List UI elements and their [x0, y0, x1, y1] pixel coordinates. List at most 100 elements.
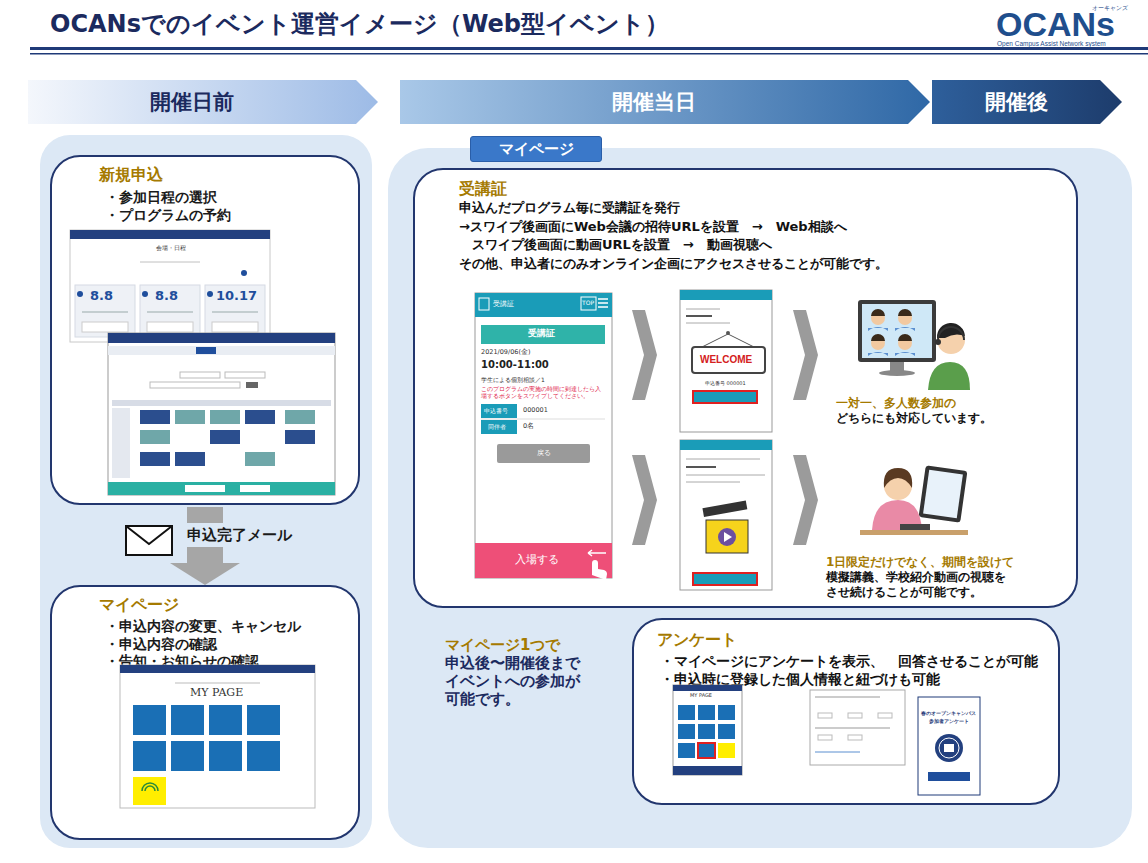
welcome-phone — [692, 347, 765, 373]
program-screenshot — [140, 452, 170, 466]
band-shape — [28, 80, 378, 124]
welcome-phone — [680, 290, 772, 432]
mypage-screenshot — [175, 683, 260, 684]
video-call-illustration — [879, 370, 915, 376]
study-illustration — [919, 465, 968, 522]
welcome-phone — [680, 290, 772, 300]
video-call-illustration — [890, 362, 904, 371]
ticket-phone — [475, 293, 612, 580]
schedule-screenshot — [147, 322, 193, 332]
box-heading: 受講証 — [459, 179, 1076, 199]
video-phone — [693, 573, 757, 585]
band-label: 開催日前 — [28, 80, 356, 124]
content-box: 新規申込・参加日程の選択・プログラムの予約 — [50, 155, 360, 505]
video-call-illustration — [938, 327, 964, 340]
title-rule — [30, 47, 1148, 50]
video-phone — [686, 475, 765, 476]
program-screenshot — [196, 347, 216, 354]
mypage-screenshot — [133, 777, 166, 805]
box-text: スワイプ後画面に動画URLを設置 → 動画視聴へ — [459, 236, 1076, 255]
survey-poster — [918, 697, 980, 795]
survey-mypage-screenshot — [673, 685, 742, 775]
content-box: 受講証申込んだプログラム毎に受講証を発行→スワイプ後画面にWeb会議の招待URL… — [413, 168, 1078, 608]
schedule-screenshot — [212, 322, 258, 332]
ticket-phone — [475, 293, 612, 317]
ticket-phone — [475, 543, 612, 578]
mypage-screenshot — [171, 741, 204, 771]
ticket-phone — [475, 293, 612, 578]
program-screenshot — [175, 410, 205, 424]
ticket-phone — [581, 297, 596, 310]
video-phone — [686, 466, 716, 468]
study-illustration — [858, 442, 970, 550]
video-phone — [686, 459, 760, 460]
program-screenshot — [285, 430, 315, 444]
study-illustration — [923, 470, 963, 518]
video-phone — [718, 528, 736, 546]
flow-chevron — [632, 310, 818, 545]
band-shape — [400, 80, 930, 124]
ticket-phone — [481, 404, 517, 418]
mypage-screenshot — [120, 665, 315, 808]
video-call-illustration — [928, 362, 970, 390]
mypage-screenshot — [142, 783, 158, 791]
survey-poster — [939, 738, 959, 758]
ticket-phone — [481, 325, 605, 344]
program-screenshot — [140, 410, 170, 424]
schedule-screenshot — [82, 322, 128, 332]
video-phone — [680, 440, 772, 590]
study-illustration — [858, 442, 970, 550]
content-box: アンケート・マイページにアンケートを表示、 回答させることが可能・申込時に登録し… — [632, 618, 1060, 805]
mypage-screenshot — [120, 665, 315, 808]
schedule-screenshot — [70, 230, 270, 342]
video-call-illustration — [858, 300, 936, 362]
program-screenshot — [246, 382, 258, 388]
survey-poster — [935, 734, 963, 762]
mypage-screenshot — [209, 741, 242, 771]
program-screenshot — [185, 485, 225, 492]
left-panel — [40, 135, 372, 848]
survey-form-screenshot — [848, 713, 862, 718]
video-phone — [680, 440, 772, 450]
survey-mypage-screenshot — [718, 743, 735, 758]
schedule-screenshot — [207, 291, 213, 297]
mypage-screenshot — [247, 705, 280, 735]
program-screenshot — [180, 372, 220, 378]
logo-text: Open Campus Assist Network system — [997, 40, 1106, 48]
survey-form-screenshot — [818, 735, 832, 740]
survey-mypage-screenshot — [673, 766, 742, 775]
survey-mypage-screenshot — [673, 685, 742, 691]
flow-chevron — [632, 310, 657, 400]
box-text: ・申込時に登録した個人情報と紐づけも可能 — [660, 670, 1058, 688]
survey-mypage-screenshot — [698, 705, 715, 720]
video-phone — [680, 440, 772, 590]
flow-chevron — [632, 455, 657, 545]
video-call-illustration — [871, 309, 912, 341]
band-shape — [932, 80, 1122, 124]
survey-form-screenshot — [815, 728, 890, 729]
ticket-phone — [598, 299, 608, 307]
program-screenshot — [150, 382, 240, 388]
program-screenshot — [108, 333, 335, 495]
schedule-screenshot — [241, 270, 247, 276]
schedule-screenshot — [75, 285, 135, 337]
edge-label: 申込完了メール — [183, 523, 296, 547]
program-screenshot — [112, 400, 331, 406]
program-screenshot — [210, 430, 240, 444]
video-call-illustration — [871, 311, 885, 325]
study-illustration — [860, 530, 968, 535]
video-call-illustration — [898, 336, 912, 350]
ticket-phone — [481, 420, 517, 434]
survey-mypage-screenshot — [698, 724, 715, 739]
study-illustration — [900, 524, 930, 530]
video-call-illustration — [898, 311, 912, 325]
survey-mypage-screenshot — [698, 743, 715, 758]
welcome-phone — [680, 290, 772, 432]
mypage-screenshot — [209, 705, 242, 735]
survey-poster — [928, 772, 970, 781]
video-call-illustration — [935, 339, 941, 345]
mail-icon — [126, 526, 172, 555]
video-call-illustration — [862, 304, 932, 358]
box-text: ・告知・お知らせの確認 — [105, 653, 358, 671]
program-screenshot — [175, 452, 205, 466]
